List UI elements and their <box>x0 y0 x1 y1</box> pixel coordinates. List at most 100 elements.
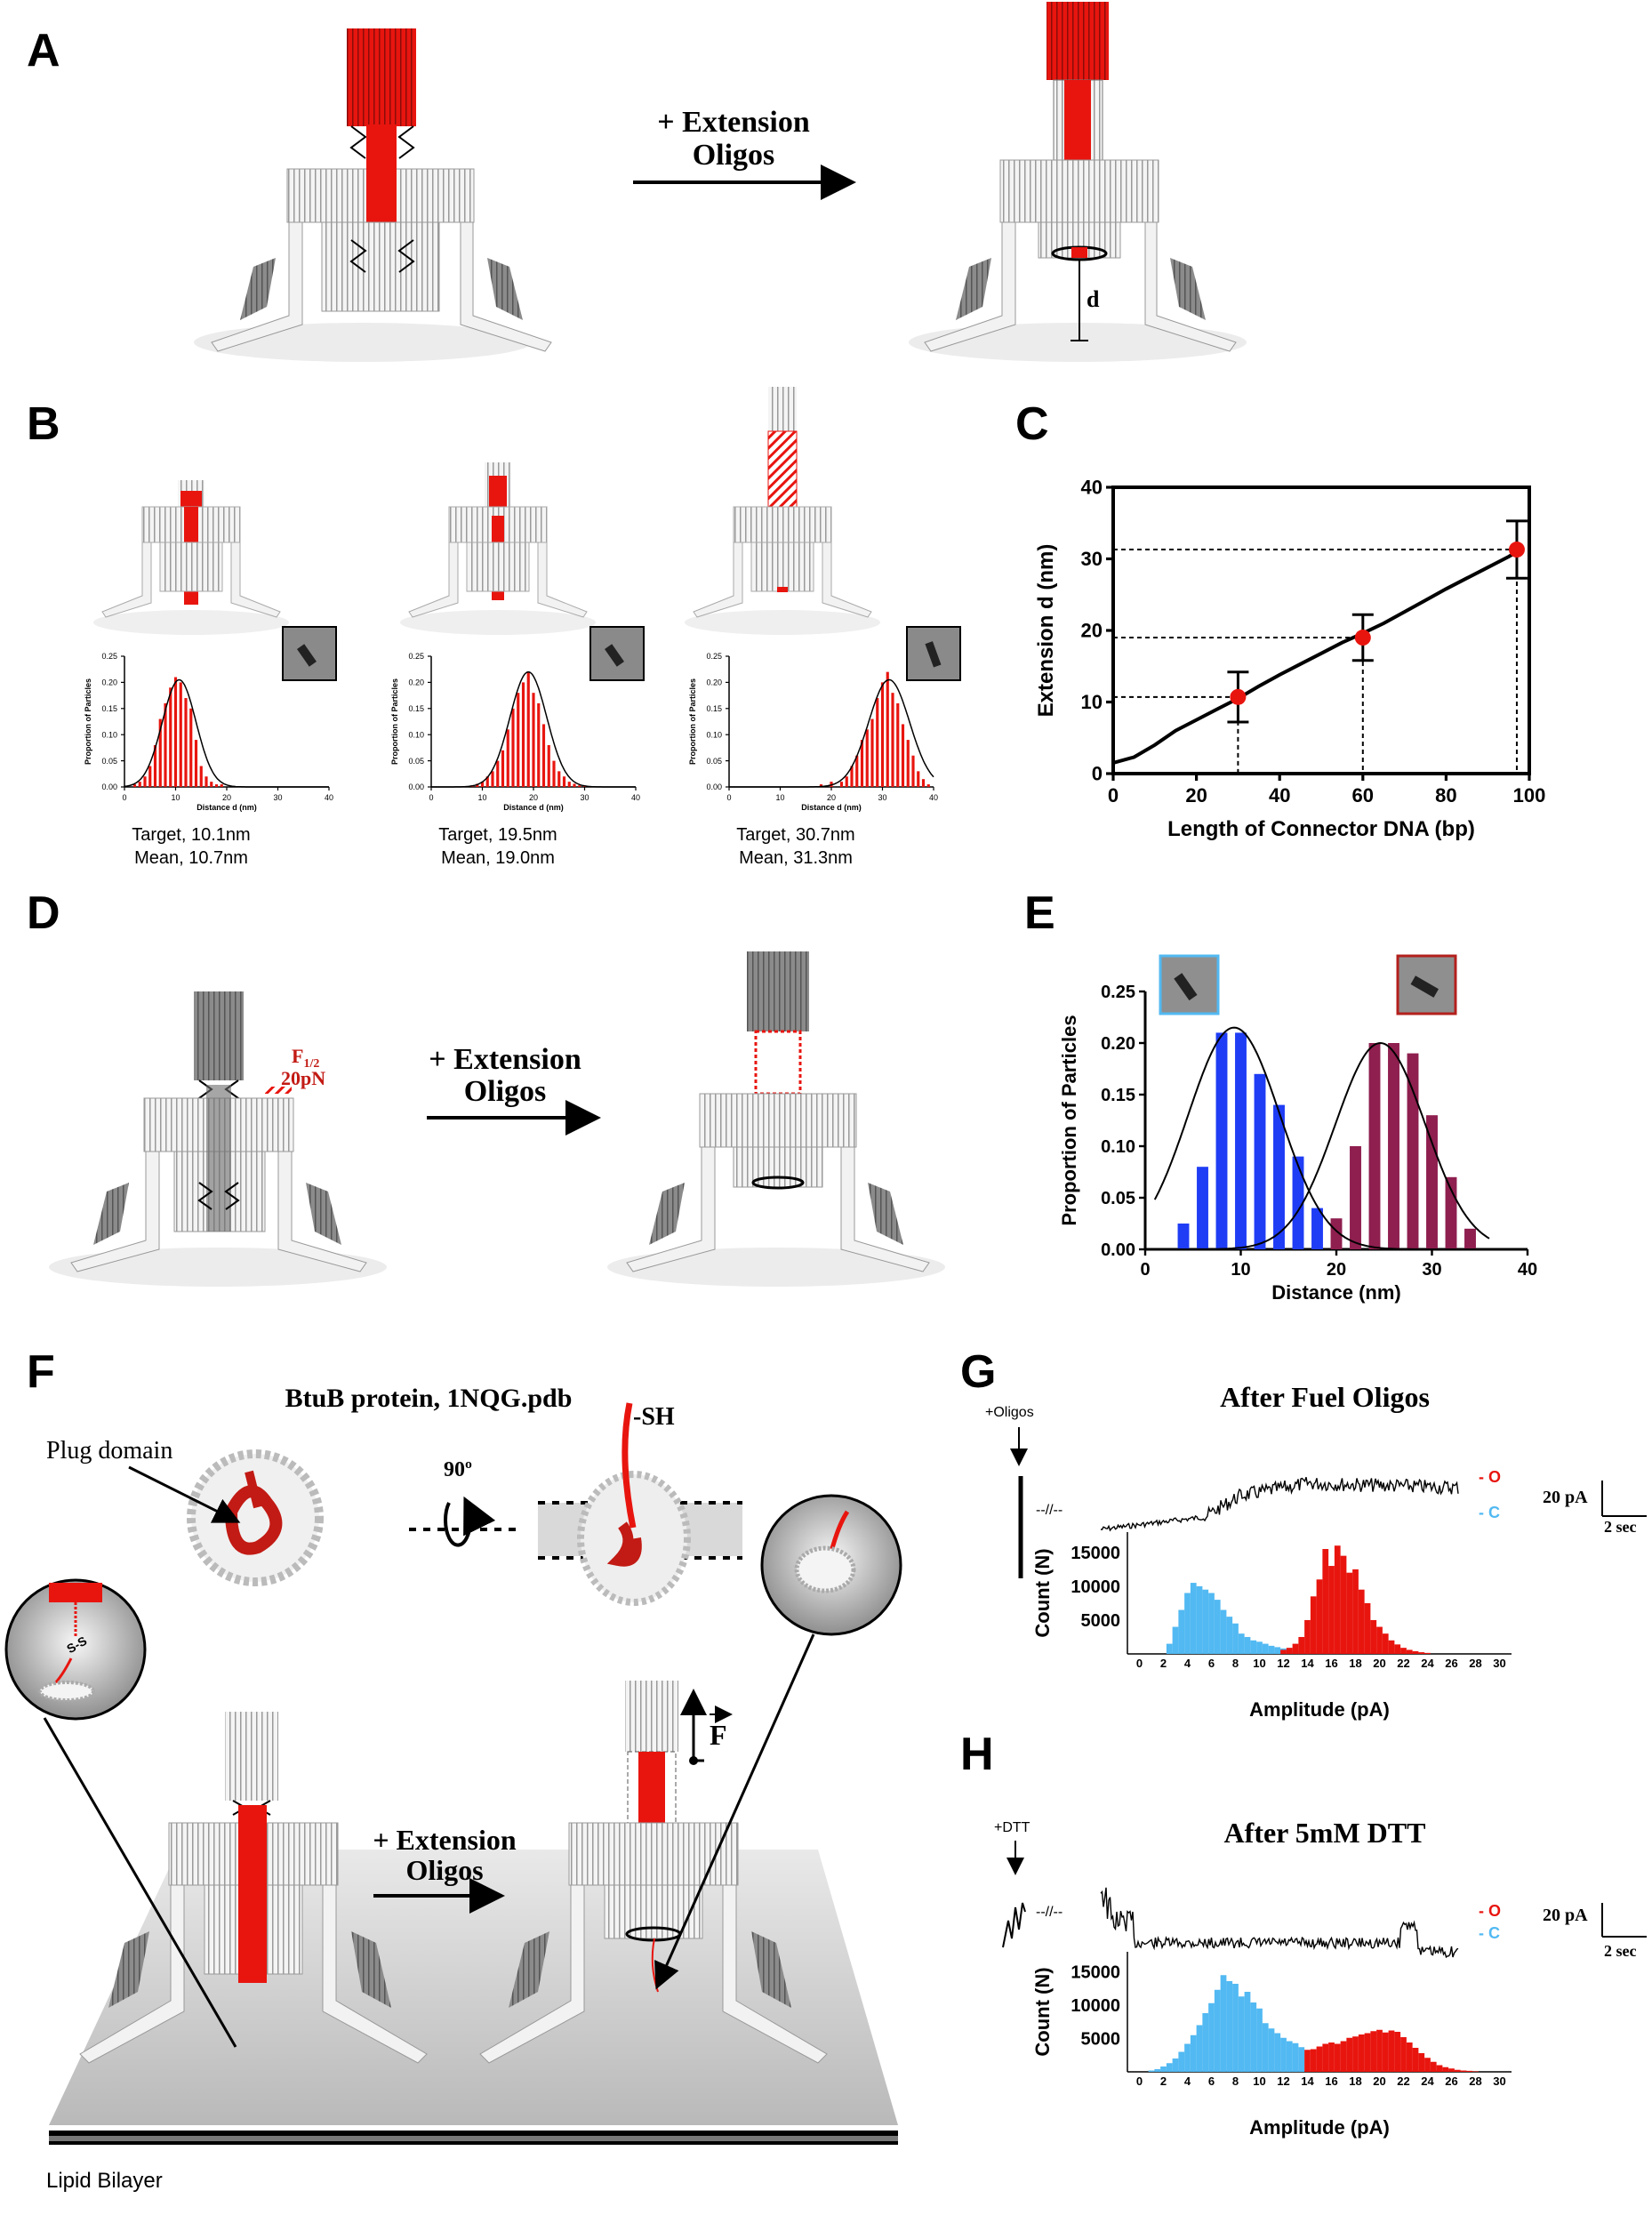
histogram-bar <box>1280 1649 1287 1654</box>
histogram-bar <box>1358 2034 1365 2072</box>
x-tick-label: 0 <box>1108 784 1119 807</box>
x-tick-label: 80 <box>1435 784 1456 807</box>
histogram-bar <box>1460 2070 1467 2072</box>
histogram-bar <box>1311 1208 1323 1249</box>
x-tick-label: 26 <box>1445 2075 1457 2088</box>
x-axis-label: Distance d (nm) <box>801 803 862 812</box>
panel-f-bilayer-label: Lipid Bilayer <box>46 2169 163 2193</box>
panel-a-d-label: d <box>1087 286 1100 312</box>
histogram-bar <box>526 671 530 787</box>
histogram-bar <box>1298 1636 1305 1654</box>
y-tick-label: 0.25 <box>1101 983 1135 1002</box>
y-tick-label: 0.20 <box>408 678 424 687</box>
panel-h-scale-current: 20 pA <box>1543 1906 1588 1925</box>
histogram-bar <box>886 671 889 787</box>
histogram-bar <box>1250 1640 1257 1654</box>
histogram-bar <box>179 682 182 787</box>
panel-d-arrow-label-2: Oligos <box>464 1075 547 1108</box>
histogram-bar <box>138 782 141 787</box>
histogram-bar <box>1382 1633 1389 1654</box>
x-tick-label: 26 <box>1445 1657 1457 1670</box>
histogram-bar <box>1330 1218 1343 1249</box>
histogram-bar <box>1376 1626 1383 1654</box>
panel-letter-d: D <box>27 887 60 939</box>
panel-letter-f: F <box>27 1346 55 1398</box>
x-tick-label: 20 <box>827 793 836 802</box>
histogram-bar <box>1214 1600 1221 1654</box>
histogram-bar <box>1292 1643 1299 1654</box>
histogram-bar <box>1412 2048 1419 2072</box>
histogram-bar <box>1154 2069 1161 2072</box>
histogram-bar <box>1364 2033 1371 2072</box>
x-tick-label: 12 <box>1277 2075 1289 2088</box>
histogram-bar <box>557 771 561 787</box>
histogram-bar <box>1202 2013 1209 2072</box>
histogram-bar <box>189 708 193 787</box>
histogram-bar <box>480 782 485 787</box>
x-tick-label: 28 <box>1469 1657 1481 1670</box>
x-tick-label: 16 <box>1325 2075 1337 2088</box>
y-tick-label: 0.15 <box>101 704 117 713</box>
panel-g-title: After Fuel Oligos <box>1220 1381 1430 1413</box>
histogram-bar <box>1262 2023 1269 2072</box>
x-tick-label: 0 <box>726 793 731 802</box>
y-tick-label: 0.10 <box>1101 1137 1135 1157</box>
y-tick-label: 0.10 <box>101 730 117 739</box>
panel-g-scale-current: 20 pA <box>1543 1488 1588 1507</box>
panel-h-scale-time: 2 sec <box>1604 1942 1636 1960</box>
histogram-bar <box>1244 1992 1251 2072</box>
panel-g-scale-bar: 20 pA 2 sec <box>1543 1481 1647 1536</box>
panel-h-scale-bar: 20 pA 2 sec <box>1543 1903 1647 1960</box>
y-tick-label: 5000 <box>1081 1611 1121 1631</box>
histogram-bar <box>521 682 525 787</box>
histogram-bar <box>1340 2041 1347 2072</box>
histogram-bar <box>1376 2029 1383 2072</box>
panel-f-arrow-label-2: Oligos <box>405 1854 483 1886</box>
x-tick-label: 10 <box>171 793 180 802</box>
x-tick-label: 10 <box>1253 1657 1265 1670</box>
histogram-bar <box>501 750 505 787</box>
histogram-bar <box>865 729 869 787</box>
y-tick-label: 0.15 <box>1101 1086 1135 1105</box>
x-tick-label: 18 <box>1349 2075 1361 2088</box>
y-tick-label: 0.15 <box>706 704 722 713</box>
panel-b-structures <box>93 387 880 635</box>
panel-a-right-structure: d <box>909 2 1247 362</box>
y-tick-label: 15000 <box>1071 1544 1120 1563</box>
histogram-bar <box>1322 2043 1329 2072</box>
histogram-bar <box>1322 1549 1329 1654</box>
histogram-bar <box>1464 1228 1476 1249</box>
histogram-bar <box>1350 1146 1361 1249</box>
panel-g-trigger: +Oligos <box>985 1405 1034 1420</box>
histogram-bar <box>164 702 167 787</box>
x-tick-label: 14 <box>1301 2075 1314 2088</box>
x-tick-label: 2 <box>1160 1657 1167 1670</box>
x-tick-label: 0 <box>122 793 126 802</box>
histogram-bar <box>1172 2058 1179 2072</box>
x-tick-label: 22 <box>1397 1657 1409 1670</box>
panel-letter-h: H <box>960 1729 994 1780</box>
y-axis-label: Proportion of Particles <box>84 678 92 765</box>
histogram-bar <box>1286 2041 1293 2072</box>
histogram-bar <box>921 779 926 787</box>
histogram-bar <box>1196 1585 1203 1654</box>
histogram-bar <box>926 784 930 787</box>
histogram-bar <box>1472 2071 1479 2072</box>
histogram-bar <box>153 744 157 787</box>
histogram-bar <box>1202 1589 1209 1654</box>
histogram-bar <box>855 755 859 787</box>
y-tick-label: 0.25 <box>706 652 722 661</box>
histogram-bar <box>1430 2061 1437 2072</box>
histogram-bar <box>850 766 854 787</box>
histogram-bar <box>485 776 489 787</box>
y-tick-label: 0.00 <box>706 782 722 791</box>
x-tick-label: 4 <box>1184 1657 1191 1670</box>
x-tick-label: 24 <box>1421 2075 1434 2088</box>
histogram-bar <box>1208 1593 1215 1654</box>
histogram-bar <box>1304 2050 1311 2072</box>
y-tick-label: 10 <box>1081 691 1103 713</box>
histogram-bar <box>1426 1115 1438 1249</box>
histogram-bar <box>876 698 879 787</box>
